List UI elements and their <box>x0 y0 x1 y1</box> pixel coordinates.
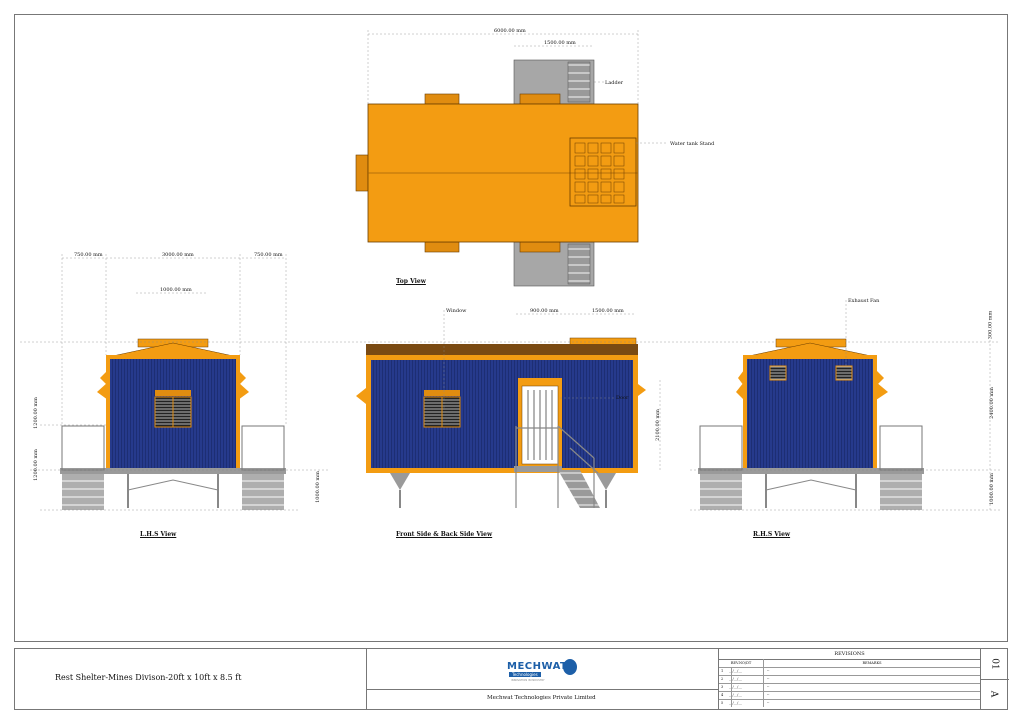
ladder-callout: Ladder <box>605 80 624 86</box>
rhs-view-label: R.H.S View <box>753 531 791 538</box>
front-view-drawing <box>20 310 1000 508</box>
dim-front-door: 900.00 mm <box>530 308 559 314</box>
dim-lhs-height-lower: 1200.00 mm <box>32 449 39 481</box>
sheet-number: 01 <box>989 658 1000 670</box>
dim-lhs-right: 750.00 mm <box>254 252 283 258</box>
top-water-tank-stand <box>569 137 637 207</box>
lhs-view-label: L.H.S View <box>140 531 177 538</box>
lhs-view-drawing <box>30 254 330 511</box>
company-logo: MECHWAT Technologies INNOVATION IN INDUS… <box>507 657 577 685</box>
company-cell: MECHWAT Technologies INNOVATION IN INDUS… <box>367 649 719 709</box>
rhs-view-drawing <box>690 300 1000 511</box>
dim-lhs-height-upper: 1200.00 mm <box>32 397 39 429</box>
dim-top-overall: 6000.00 mm <box>494 28 526 34</box>
dim-rhs-leg: 1000.00 mm <box>988 473 995 505</box>
top-view-drawing <box>355 30 668 287</box>
exhaust-fan-callout: Exhaust Fan <box>848 298 880 304</box>
company-name: Mechwat Technologies Private Limited <box>487 695 596 701</box>
revisions-header: REVISIONS <box>719 649 980 660</box>
water-tank-stand-callout: Water tank Stand <box>670 141 715 147</box>
front-view-label: Front Side & Back Side View <box>396 531 493 538</box>
dim-lhs-leg: 1000.00 mm <box>314 471 321 503</box>
project-title: Rest Shelter-Mines Divison-20ft x 10ft x… <box>55 673 242 682</box>
drawing-sheet-border <box>14 14 1008 642</box>
gear-icon <box>563 659 577 675</box>
dim-lhs-body: 3000.00 mm <box>162 252 194 258</box>
dim-lhs-left: 750.00 mm <box>74 252 103 258</box>
dim-rhs-wall: 2400.00 mm <box>988 387 995 419</box>
sheet-number-cell: 01 A <box>981 649 1009 709</box>
dim-lhs-window: 1000.00 mm <box>160 287 192 293</box>
revisions-table: REVISIONS REV.NO/DT REMARKS 1 __/__/__ -… <box>719 649 981 709</box>
revision-row: 3 __/__/__ -- <box>719 683 980 692</box>
revision-row: 1 __/__/__ -- <box>719 667 980 676</box>
revision-row: 5 __/__/__ -- <box>721 701 770 705</box>
revision-row: 2 __/__/__ -- <box>719 675 980 684</box>
dim-front-gap: 1500.00 mm <box>592 308 624 314</box>
project-title-cell: Rest Shelter-Mines Divison-20ft x 10ft x… <box>15 649 367 709</box>
door-callout: Door <box>616 395 629 401</box>
dim-rhs-roof: 300.00 mm <box>987 310 994 340</box>
sheet-revision: A <box>988 690 999 698</box>
revision-row: 4 __/__/__ -- <box>719 691 980 700</box>
dim-front-door-height: 2100.00 mm <box>654 409 661 441</box>
revisions-col-header: REV.NO/DT REMARKS <box>719 659 980 668</box>
title-block: Rest Shelter-Mines Divison-20ft x 10ft x… <box>14 648 1009 710</box>
window-callout: Window <box>446 308 467 314</box>
top-view-label: Top View <box>396 278 426 285</box>
dim-top-ladder: 1500.00 mm <box>544 40 576 46</box>
